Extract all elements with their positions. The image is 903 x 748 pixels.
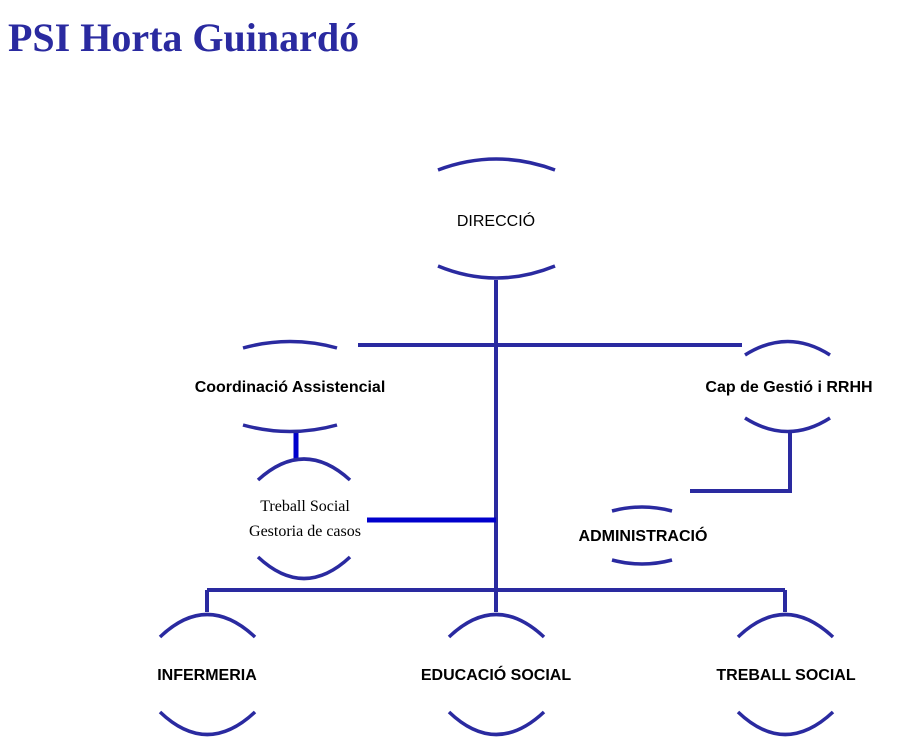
page-title: PSI Horta Guinardó xyxy=(8,15,360,60)
node-label: EDUCACIÓ SOCIAL xyxy=(421,665,571,684)
node-coordinacio[interactable]: Coordinació Assistencial xyxy=(195,339,386,434)
node-educacio-social[interactable]: EDUCACIÓ SOCIAL xyxy=(421,612,571,737)
node-label: TREBALL SOCIAL xyxy=(716,667,855,684)
node-label: ADMINISTRACIÓ xyxy=(579,526,708,545)
node-cap-gestio[interactable]: Cap de Gestió i RRHH xyxy=(705,339,873,434)
node-label: Cap de Gestió i RRHH xyxy=(705,379,872,396)
connectors xyxy=(205,280,792,612)
node-treball-social[interactable]: TREBALL SOCIAL xyxy=(716,612,856,737)
node-label-line2: Gestoria de casos xyxy=(249,523,361,540)
node-label: DIRECCIÓ xyxy=(457,211,535,230)
node-infermeria[interactable]: INFERMERIA xyxy=(157,612,257,737)
node-label-line1: Treball Social xyxy=(260,498,350,515)
node-administracio[interactable]: ADMINISTRACIÓ xyxy=(579,505,708,566)
node-treball-social-gestoria[interactable]: Treball Social Gestoria de casos xyxy=(249,457,361,581)
node-label: Coordinació Assistencial xyxy=(195,379,386,396)
node-direccio[interactable]: DIRECCIÓ xyxy=(437,157,556,280)
node-label: INFERMERIA xyxy=(157,667,257,684)
